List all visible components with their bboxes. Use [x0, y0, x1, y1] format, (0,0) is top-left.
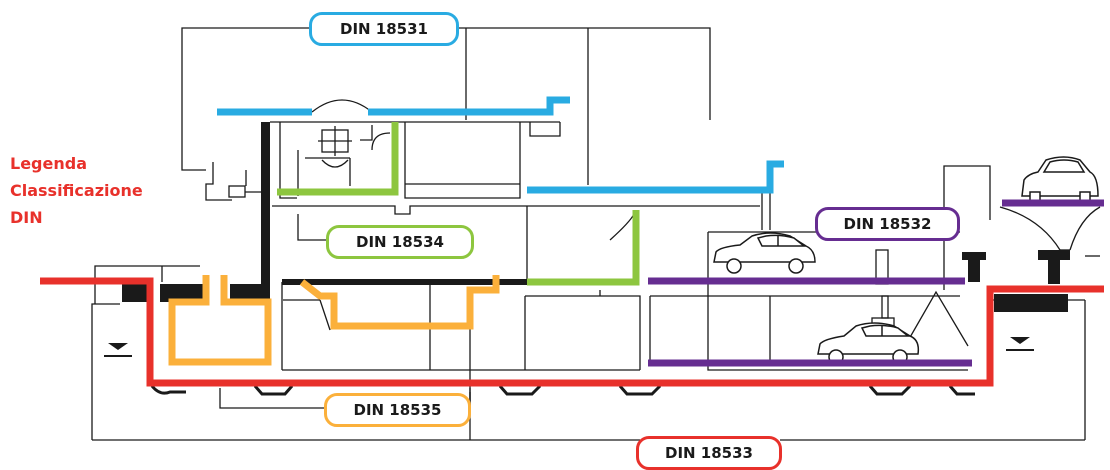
- din-18533-label-text: DIN 18533: [665, 444, 753, 462]
- din-18535-label-text: DIN 18535: [353, 401, 442, 419]
- heavy-structure: [122, 122, 1070, 312]
- legend-title-line-2: Classificazione: [10, 181, 143, 200]
- din-18533-label: DIN 18533: [636, 436, 782, 470]
- car-icon: [713, 232, 816, 274]
- din-18533-membrane: [40, 277, 1104, 387]
- din-18534-label-text: DIN 18534: [356, 233, 444, 251]
- legend-title-line-1: Legenda: [10, 154, 87, 173]
- water-level-icon: [1006, 337, 1034, 351]
- din-18531-label-text: DIN 18531: [340, 20, 428, 38]
- legend-title-line-3: DIN: [10, 208, 43, 227]
- legend-title: Legenda Classificazione DIN: [10, 150, 143, 231]
- din-18535-membrane: [168, 275, 500, 366]
- car-icon: [817, 322, 920, 365]
- foundation-footings: [150, 384, 975, 396]
- din-18535-label: DIN 18535: [324, 393, 471, 427]
- din-18531-membrane: [217, 96, 784, 194]
- din-18534-membrane: [277, 122, 640, 286]
- din-18532-label-text: DIN 18532: [843, 215, 932, 233]
- din-18534-label: DIN 18534: [326, 225, 474, 259]
- din-18531-label: DIN 18531: [309, 12, 459, 46]
- water-level-icon: [104, 343, 132, 357]
- structure-outlines: [91, 27, 1101, 441]
- din-18532-label: DIN 18532: [815, 207, 960, 241]
- din-18532-membrane: [648, 199, 1104, 367]
- car-icon: [1021, 156, 1099, 203]
